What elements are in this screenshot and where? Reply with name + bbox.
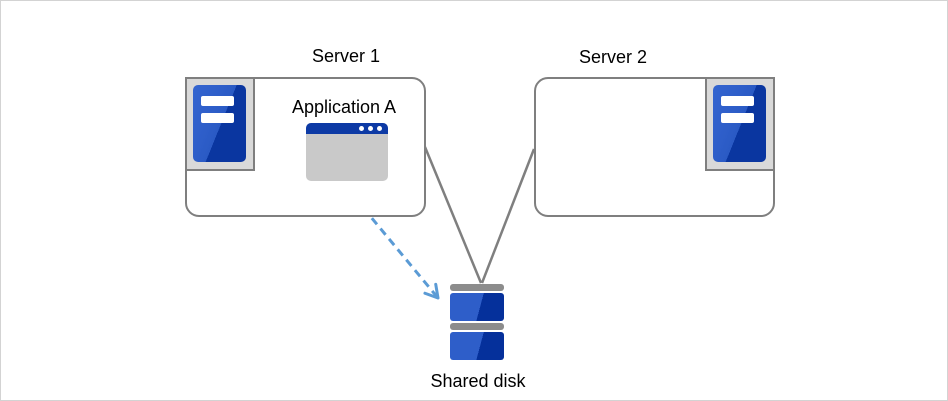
disk-top-bar-icon (450, 323, 504, 330)
tower-slot-bar (201, 113, 234, 123)
server-tower-icon (193, 85, 246, 162)
server2-tower-icon (705, 77, 775, 171)
server2-title: Server 2 (578, 47, 648, 67)
window-titlebar (306, 123, 388, 134)
tower-slot-bar (201, 96, 234, 106)
connector-server1-to-disk (423, 146, 483, 284)
window-dot-icon (359, 126, 364, 131)
tower-slot-bar (721, 96, 754, 106)
window-dot-icon (377, 126, 382, 131)
application-a-label: Application A (291, 97, 397, 117)
app-window-icon (306, 123, 388, 181)
window-dot-icon (368, 126, 373, 131)
tower-slot-bar (721, 113, 754, 123)
connector-server2-to-disk (480, 148, 536, 284)
shared-disk-label: Shared disk (430, 371, 526, 391)
disk-unit-icon (450, 332, 504, 360)
server-tower-icon (713, 85, 766, 162)
server1-title: Server 1 (311, 46, 381, 66)
server1-tower-icon (185, 77, 255, 171)
disk-unit-icon (450, 293, 504, 321)
disk-top-bar-icon (450, 284, 504, 291)
